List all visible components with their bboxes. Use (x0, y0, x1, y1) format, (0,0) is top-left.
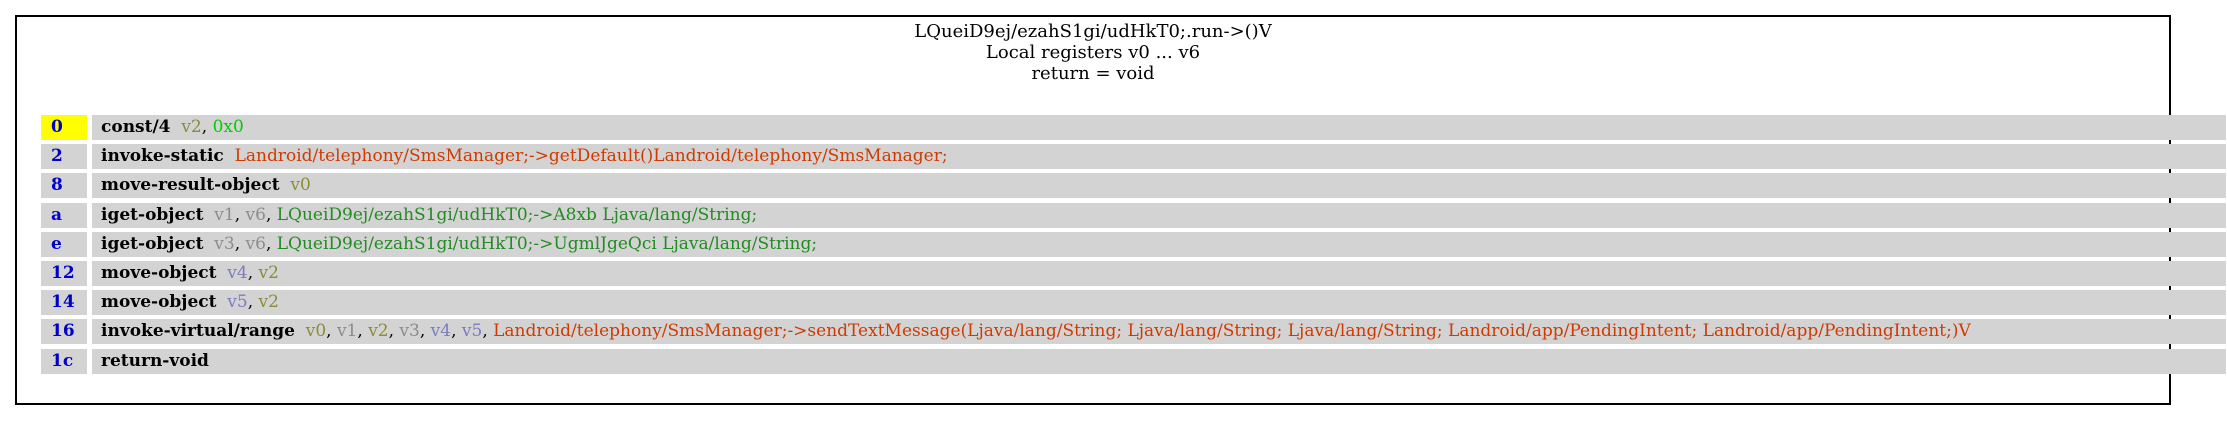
instruction-body: return-void (92, 348, 2226, 374)
register-operand: v0 (290, 175, 311, 196)
register-operand: v6 (245, 204, 266, 225)
register-operand: v2 (368, 321, 389, 342)
register-operand: v2 (181, 117, 202, 137)
instruction-body: move-result-object v0 (92, 173, 2226, 199)
opcode: return-void (101, 350, 209, 371)
register-operand: v2 (258, 292, 279, 313)
opcode: invoke-static (101, 146, 224, 167)
method-block: LQueiD9ej/ezahS1gi/udHkT0;.run->()V Loca… (15, 15, 2226, 405)
instruction-address: a (41, 202, 87, 228)
instruction-address: 8 (41, 173, 87, 199)
method-signature: LQueiD9ej/ezahS1gi/udHkT0;.run->()V (914, 21, 1272, 42)
opcode: const/4 (101, 117, 171, 137)
instruction-body: invoke-virtual/range v0, v1, v2, v3, v4,… (92, 319, 2226, 345)
register-operand: v5 (227, 292, 248, 313)
local-registers: Local registers v0 ... v6 (985, 42, 1201, 63)
instruction-body: iget-object v3, v6, LQueiD9ej/ezahS1gi/u… (92, 231, 2226, 257)
opcode: iget-object (101, 204, 204, 225)
instruction-address: 16 (41, 319, 87, 345)
register-operand: v3 (399, 321, 420, 342)
register-operand: v3 (214, 233, 235, 254)
instruction-address: 0 (41, 115, 87, 140)
method-header: LQueiD9ej/ezahS1gi/udHkT0;.run->()V Loca… (17, 21, 2169, 84)
opcode: move-object (101, 263, 217, 283)
instruction-address: 12 (41, 261, 87, 286)
field-reference: LQueiD9ej/ezahS1gi/udHkT0;->A8xb Ljava/l… (276, 204, 758, 225)
register-operand: v0 (305, 321, 327, 342)
opcode: move-result-object (101, 175, 280, 196)
field-reference: LQueiD9ej/ezahS1gi/udHkT0;->UgmlJgeQci L… (276, 233, 818, 254)
instruction-address: e (41, 231, 87, 257)
register-operand: v1 (336, 321, 358, 342)
instruction-body: const/4 v2, 0x0 (92, 115, 2226, 140)
constant-operand: 0x0 (212, 117, 244, 137)
instruction-address: 2 (41, 144, 87, 170)
register-operand: v4 (227, 263, 248, 283)
register-operand: v5 (461, 321, 483, 342)
register-operand: v4 (430, 321, 452, 342)
method-reference: Landroid/telephony/SmsManager;->sendText… (493, 321, 1971, 342)
instruction-body: iget-object v1, v6, LQueiD9ej/ezahS1gi/u… (92, 202, 2226, 228)
instruction-address: 14 (41, 290, 87, 316)
register-operand: v6 (245, 233, 266, 254)
instruction-body: invoke-static Landroid/telephony/SmsMana… (92, 144, 2226, 170)
instruction-body: move-object v4, v2 (92, 261, 2226, 286)
register-operand: v1 (214, 204, 235, 225)
method-reference: Landroid/telephony/SmsManager;->getDefau… (234, 146, 948, 167)
opcode: invoke-virtual/range (101, 321, 295, 342)
instruction-body: move-object v5, v2 (92, 290, 2226, 316)
opcode: move-object (101, 292, 217, 313)
instruction-address: 1c (41, 348, 87, 374)
return-type: return = void (1031, 63, 1155, 84)
opcode: iget-object (101, 233, 204, 254)
register-operand: v2 (258, 263, 279, 283)
